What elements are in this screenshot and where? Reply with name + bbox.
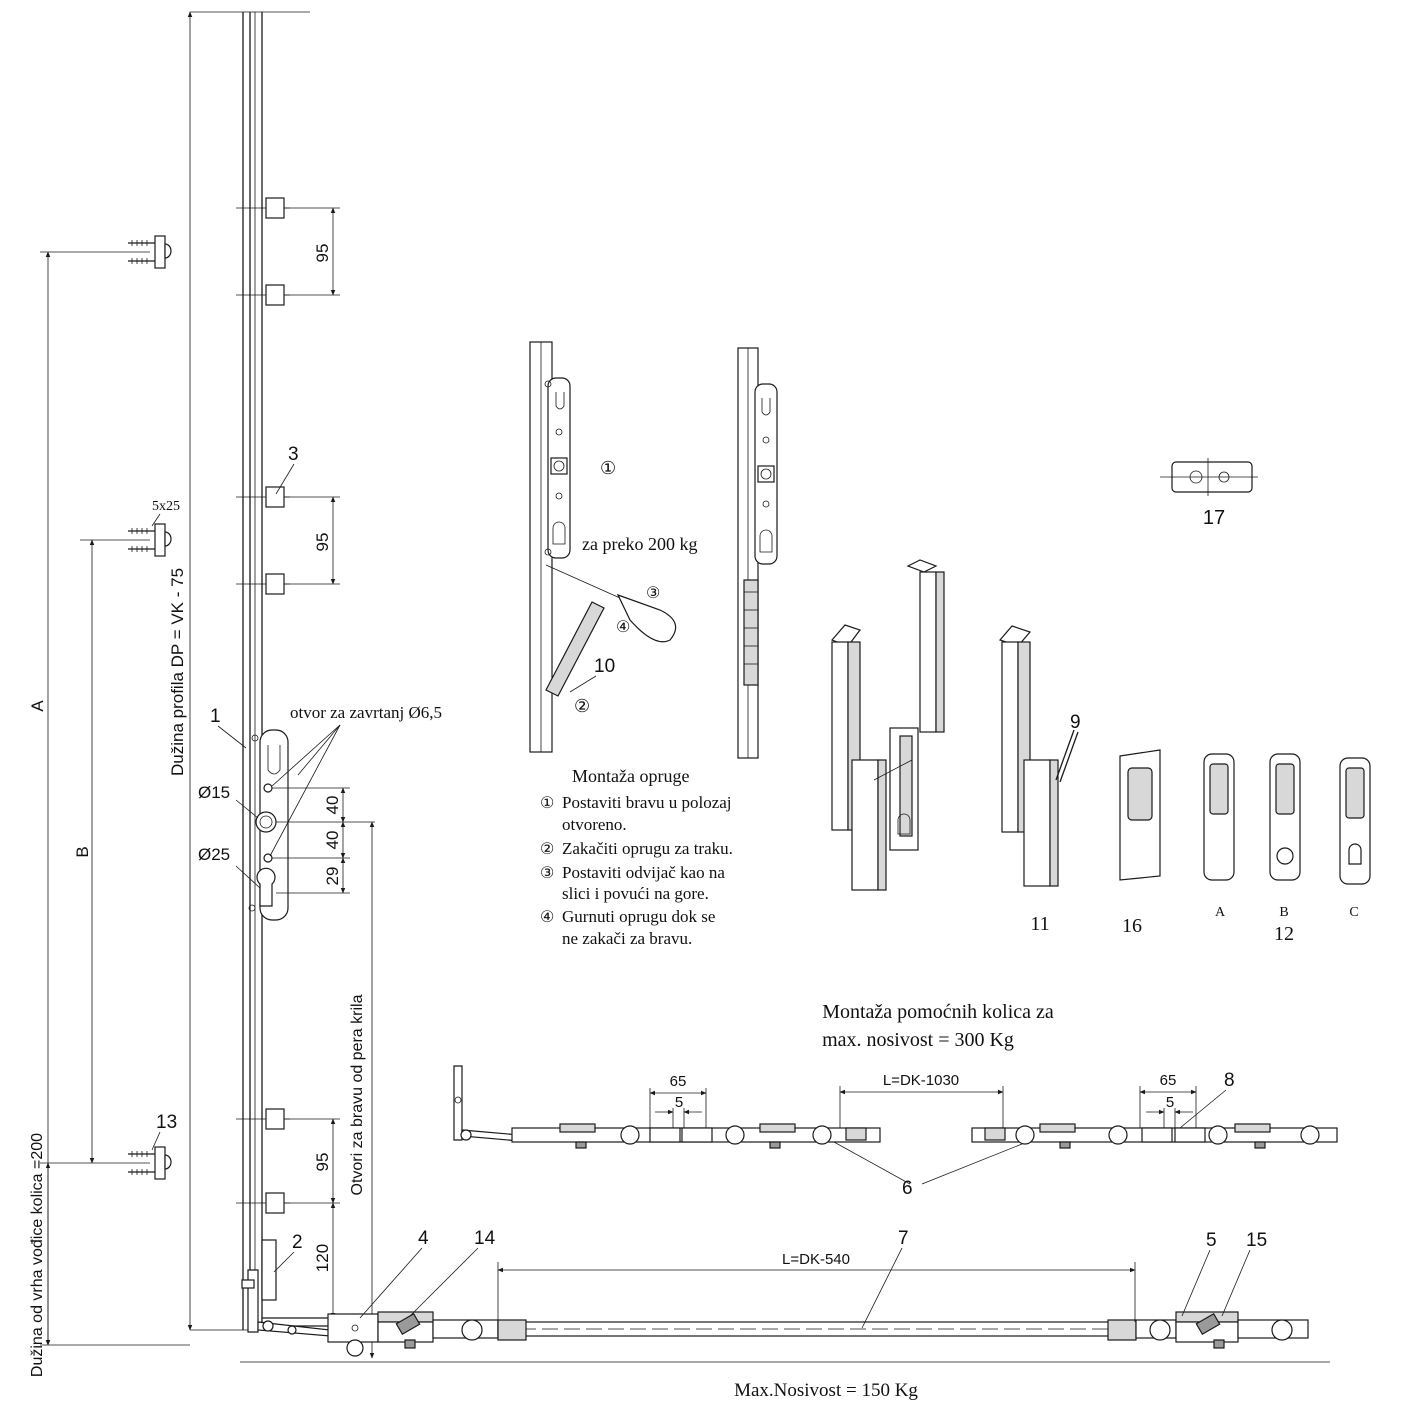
- lock-covers-12: A B C 12: [1203, 753, 1371, 945]
- handle-set-11a: [830, 559, 945, 891]
- step-1-l1: Postaviti bravu u polozaj: [562, 793, 732, 812]
- step-3-num: ③: [540, 865, 554, 882]
- screw-hole-note: otvor za zavrtanj Ø6,5: [290, 703, 442, 722]
- callout-3: 3: [288, 444, 299, 465]
- spring-mount-left: ① za preko 200 kg ③ ④ 10 ②: [529, 341, 697, 753]
- variant-a: A: [1215, 905, 1226, 920]
- spring-over-label: za preko 200 kg: [582, 534, 697, 554]
- step1-marker: ①: [600, 458, 616, 478]
- step-2-num: ②: [540, 841, 554, 858]
- aux-title-2: max. nosivost = 300 Kg: [822, 1029, 1014, 1051]
- dim-5a: 5: [675, 1094, 683, 1111]
- stopper-mid: 5x25: [128, 499, 180, 557]
- part-17: 17: [1160, 458, 1258, 529]
- dim-65b: 65: [1160, 1072, 1177, 1089]
- guide-length-label: Dužina od vrha vođice kolica =200: [29, 1133, 46, 1377]
- spring-title: Montaža opruge: [572, 766, 689, 786]
- dim-40b: 40: [323, 831, 342, 850]
- step3-marker: ③: [646, 585, 660, 602]
- callout-6: 6: [902, 1178, 913, 1199]
- step-2-l1: Zakačiti oprugu za traku.: [562, 839, 733, 858]
- spring-instructions: Montaža opruge ① Postaviti bravu u poloz…: [540, 766, 733, 948]
- callout-17: 17: [1203, 507, 1225, 529]
- step4-marker: ④: [616, 619, 630, 636]
- dim-l540: L=DK-540: [782, 1251, 850, 1268]
- dia25-label: Ø25: [198, 845, 230, 864]
- callout-11: 11: [1030, 913, 1049, 935]
- variant-b: B: [1279, 905, 1288, 920]
- callout-5: 5: [1206, 1230, 1217, 1251]
- dim-95-mid: 95: [313, 533, 332, 552]
- left-dimensions: A B Dužina od vrha vođice kolica =200 Du…: [28, 251, 190, 1377]
- rail-slots: [236, 197, 290, 1214]
- callout-10: 10: [594, 656, 615, 677]
- dim-l1030: L=DK-1030: [883, 1072, 959, 1089]
- dim-95-group: 95 95 95 120: [284, 207, 340, 1319]
- handle-11b: 9 11: [998, 625, 1081, 935]
- step-4-num: ④: [540, 909, 554, 926]
- aux-title-1: Montaža pomoćnih kolica za: [822, 1001, 1054, 1023]
- dim-5b: 5: [1166, 1094, 1174, 1111]
- flush-pull-16: 16: [1119, 749, 1161, 937]
- dim-29: 29: [323, 867, 342, 886]
- step-1-num: ①: [540, 795, 554, 812]
- step2-marker: ②: [574, 696, 590, 716]
- step-1-l2: otvoreno.: [562, 815, 627, 834]
- dim-40a: 40: [323, 796, 342, 815]
- callout-1: 1: [210, 706, 221, 727]
- dim-65a: 65: [670, 1073, 687, 1090]
- left-callouts: 3 1 13 2: [151, 444, 303, 1273]
- dia15-label: Ø15: [198, 783, 230, 802]
- lock-plate: 40 40 29 Otvori za bravu od pera krila Ø…: [198, 703, 442, 1359]
- dim-120: 120: [313, 1244, 332, 1272]
- stopper-low: [128, 1146, 172, 1180]
- step-3-l2: slici i povući na gore.: [562, 884, 709, 903]
- dim-95-top: 95: [313, 244, 332, 263]
- callout-14: 14: [474, 1228, 496, 1249]
- bottom-track: L=DK-540 4 14 7 5 15 Max.Nosivost = 150 …: [240, 1228, 1330, 1401]
- aux-track: Montaža pomoćnih kolica za max. nosivost…: [453, 1001, 1338, 1199]
- screw-size-label: 5x25: [152, 499, 180, 514]
- dim-95-low: 95: [313, 1153, 332, 1172]
- step-4-l2: ne zakači za bravu.: [562, 929, 692, 948]
- callout-13: 13: [156, 1112, 177, 1133]
- lock-holes-label: Otvori za bravu od pera krila: [349, 994, 366, 1195]
- stopper-top: [128, 235, 172, 269]
- callout-8: 8: [1224, 1070, 1235, 1091]
- callout-15: 15: [1246, 1230, 1267, 1251]
- dim-b-label: B: [73, 846, 92, 857]
- step-3-l1: Postaviti odvijač kao na: [562, 863, 725, 882]
- callout-9: 9: [1070, 712, 1081, 733]
- step-4-l1: Gurnuti oprugu dok se: [562, 907, 715, 926]
- callout-12: 12: [1274, 923, 1294, 945]
- callout-4: 4: [418, 1228, 429, 1249]
- max-load-label: Max.Nosivost = 150 Kg: [734, 1380, 918, 1401]
- callout-16: 16: [1122, 915, 1142, 937]
- callout-7: 7: [898, 1228, 909, 1249]
- wall-stoppers: 5x25: [128, 235, 180, 1180]
- spring-mount-right: [737, 347, 778, 759]
- variant-c: C: [1349, 905, 1358, 920]
- dim-a-label: A: [28, 700, 47, 712]
- callout-2: 2: [292, 1232, 303, 1253]
- profile-length-label: Dužina profila DP = VK - 75: [168, 568, 187, 776]
- vertical-rail: [187, 11, 310, 1331]
